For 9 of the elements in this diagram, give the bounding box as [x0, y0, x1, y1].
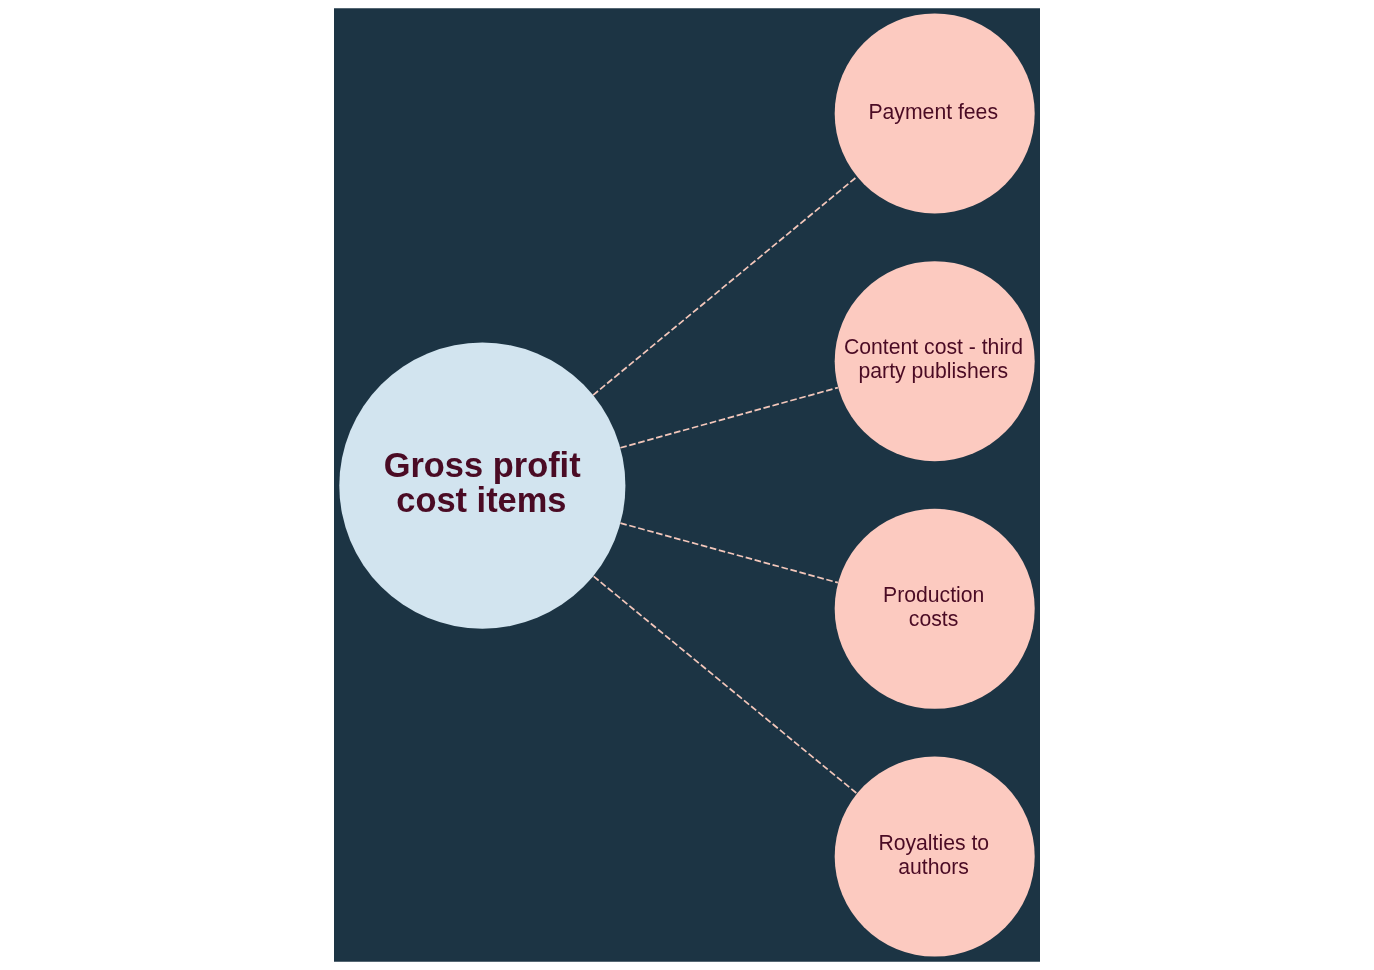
connector	[619, 386, 839, 449]
node-circle: Gross profit cost items	[339, 342, 626, 629]
node-circle: Content cost - third party publishers	[834, 261, 1035, 462]
node-circle: Payment fees	[834, 13, 1035, 214]
node-circle: Production costs	[834, 508, 1035, 709]
connector	[619, 522, 839, 584]
connector	[592, 175, 858, 396]
node-circle: Royalties to authors	[834, 756, 1035, 957]
connector	[592, 575, 858, 795]
